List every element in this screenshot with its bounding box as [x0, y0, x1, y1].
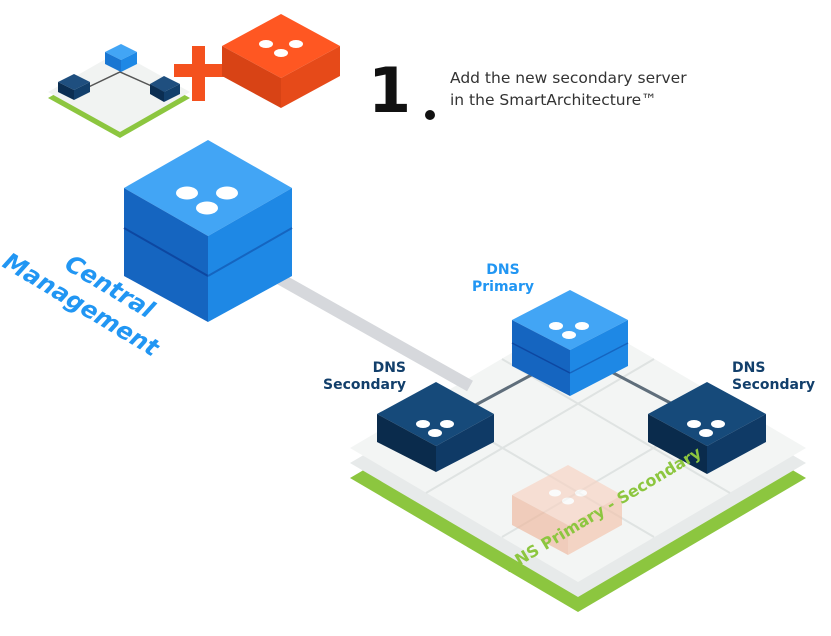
- step-line-2: in the SmartArchitecture™: [450, 91, 657, 109]
- label-dns-primary-line2: Primary: [471, 279, 535, 295]
- label-dns-primary-line1: DNS: [486, 262, 520, 278]
- central-management-server: [123, 140, 293, 322]
- step-instruction: Add the new secondary server in the Smar…: [450, 67, 687, 111]
- mini-architecture-thumbnail: [48, 44, 190, 138]
- label-dns-secondary-right-line1: DNS: [732, 360, 766, 376]
- management-link: [247, 256, 473, 392]
- ghost-server: [512, 465, 622, 555]
- label-dns-secondary-left: DNS Secondary: [310, 360, 406, 394]
- label-dns-primary: DNS Primary: [468, 262, 538, 296]
- step-line-1: Add the new secondary server: [450, 69, 687, 87]
- plus-icon: [174, 46, 224, 101]
- dns-secondary-left-server: [377, 382, 494, 472]
- label-dns-secondary-right-line2: Secondary: [732, 377, 815, 393]
- new-server-block: [222, 14, 340, 108]
- label-dns-secondary-left-line1: DNS: [372, 360, 406, 376]
- step-number: 1: [368, 54, 411, 127]
- label-dns-secondary-left-line2: Secondary: [323, 377, 406, 393]
- label-dns-secondary-right: DNS Secondary: [732, 360, 828, 394]
- dns-secondary-right-server: [648, 382, 766, 474]
- dns-primary-server: [511, 290, 629, 396]
- step-dot: [425, 110, 435, 120]
